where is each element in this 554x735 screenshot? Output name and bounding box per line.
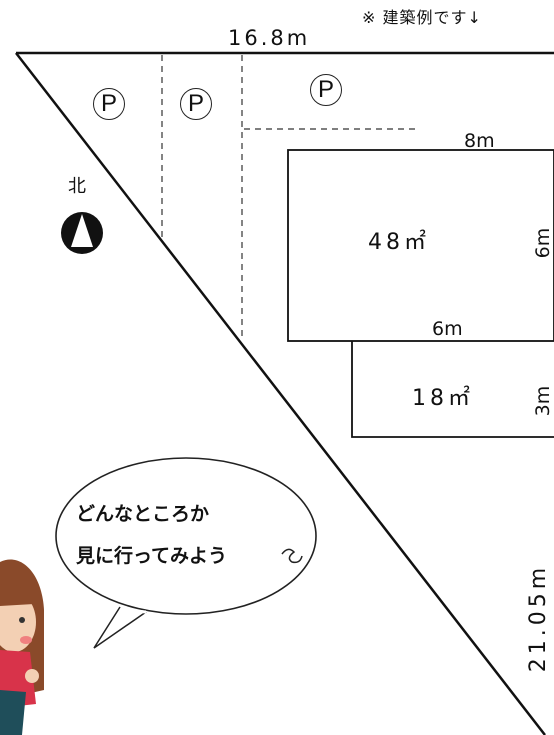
north-label: 北 xyxy=(68,176,86,197)
side-dimension: 21.05m xyxy=(526,563,551,673)
doodle-squiggle xyxy=(281,548,303,564)
speech-line-2: 見に行ってみよう xyxy=(76,545,228,567)
speech-line-1: どんなところか xyxy=(76,503,210,525)
character-illustration xyxy=(0,559,44,735)
building-annex-area: 18㎡ xyxy=(412,386,474,411)
frontage-dimension: 16.8m xyxy=(228,26,311,50)
north-arrow-icon xyxy=(61,212,103,254)
building-annex-depth: 3m xyxy=(532,385,554,417)
speech-bubble xyxy=(55,457,317,649)
example-note: ※ 建築例です↓ xyxy=(362,8,482,27)
building-annex xyxy=(351,341,554,438)
building-annex-width: 6m xyxy=(432,318,463,340)
lot-diagonal-edge xyxy=(15,52,546,735)
building-main xyxy=(287,149,554,342)
parking-icon: P xyxy=(180,88,212,120)
building-main-depth: 6m xyxy=(532,227,554,259)
parking-icon: P xyxy=(310,74,342,106)
building-main-width: 8m xyxy=(464,130,495,152)
parking-icon: P xyxy=(93,88,125,120)
building-main-area: 48㎡ xyxy=(368,230,430,255)
